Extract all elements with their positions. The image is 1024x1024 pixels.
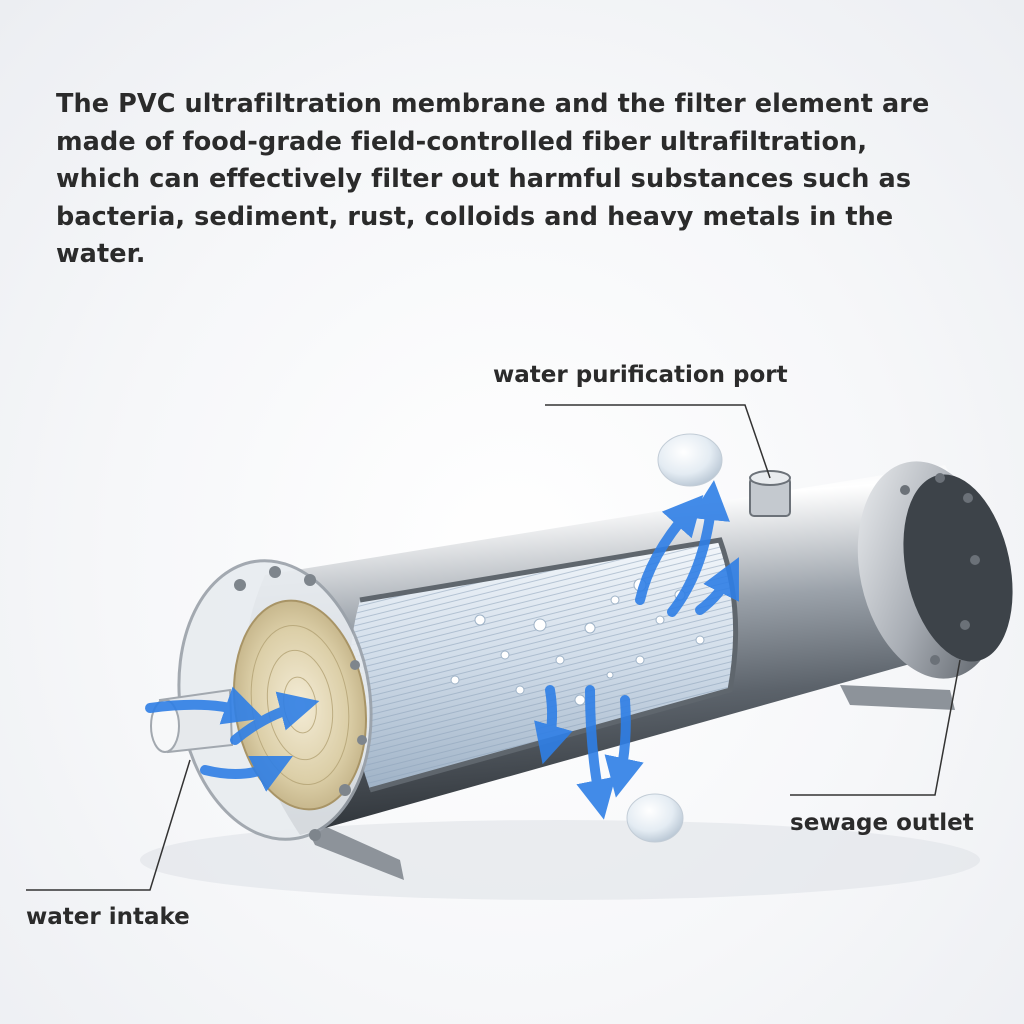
sewage-flow-arrow-2 bbox=[576, 685, 616, 820]
intake-leader-line bbox=[26, 759, 191, 891]
left-flange-bolts bbox=[234, 566, 367, 841]
right-flange-bolts bbox=[900, 473, 980, 665]
purification-leader-line bbox=[545, 404, 771, 479]
intake-flow-arrow bbox=[145, 686, 264, 725]
sewage-flow-arrow-3 bbox=[604, 695, 644, 798]
leader-lines bbox=[26, 404, 961, 891]
purified-flow-arrow-2 bbox=[667, 480, 730, 617]
sewage-leader-line bbox=[790, 659, 961, 796]
label-sewage-outlet: sewage outlet bbox=[790, 810, 974, 836]
flow-arrows bbox=[145, 480, 739, 820]
intake-pipe-mouth bbox=[150, 699, 180, 753]
label-purification-port: water purification port bbox=[493, 362, 788, 388]
swirl-arrow bbox=[230, 691, 320, 745]
purified-flow-arrow-3 bbox=[695, 557, 739, 615]
purified-flow-arrow-1 bbox=[635, 495, 704, 605]
waste-water-droplet bbox=[626, 793, 684, 843]
cutaway-rim bbox=[359, 537, 739, 793]
sewage-flow-arrow-1 bbox=[534, 685, 573, 765]
support-bracket-right bbox=[840, 685, 955, 710]
right-flange-face bbox=[903, 474, 1013, 662]
support-bracket-left bbox=[300, 815, 404, 880]
clean-water-droplet bbox=[657, 433, 723, 487]
label-water-intake: water intake bbox=[26, 904, 190, 930]
intake-flow-arrow-2 bbox=[200, 756, 293, 792]
product-description: The PVC ultrafiltration membrane and the… bbox=[56, 89, 930, 269]
